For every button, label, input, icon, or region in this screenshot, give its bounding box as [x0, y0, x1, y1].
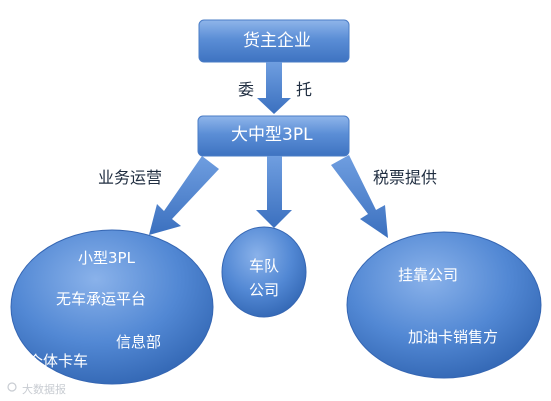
fleet-arrow	[256, 156, 292, 228]
right-cluster-ellipse	[346, 231, 542, 379]
info-dept-label: 信息部	[116, 333, 162, 351]
business-ops-label: 业务运营	[98, 168, 163, 187]
watermark-logo-icon	[7, 382, 17, 392]
shipper-label: 货主企业	[243, 31, 311, 51]
truck-owner-label: 个体卡车	[28, 352, 89, 370]
business-ops-arrow	[149, 156, 219, 235]
platform-label: 无车承运平台	[56, 290, 147, 308]
tax-invoice-label: 税票提供	[373, 168, 438, 187]
fleet-label-line1: 车队	[249, 257, 280, 275]
entrust-label-1: 委	[238, 80, 255, 99]
small-3pl-label: 小型3PL	[78, 249, 135, 267]
entrust-label-2: 托	[296, 80, 313, 99]
fleet-ellipse	[221, 226, 307, 318]
watermark-text: 大数据报	[22, 383, 66, 396]
fuel-card-seller-label: 加油卡销售方	[408, 328, 499, 346]
large-3pl-label: 大中型3PL	[231, 125, 313, 145]
entrust-arrow	[257, 62, 291, 114]
tax-invoice-arrow	[331, 155, 388, 238]
affiliated-company-label: 挂靠公司	[398, 266, 459, 284]
left-cluster-ellipse	[10, 229, 214, 385]
fleet-label-line2: 公司	[249, 281, 280, 299]
